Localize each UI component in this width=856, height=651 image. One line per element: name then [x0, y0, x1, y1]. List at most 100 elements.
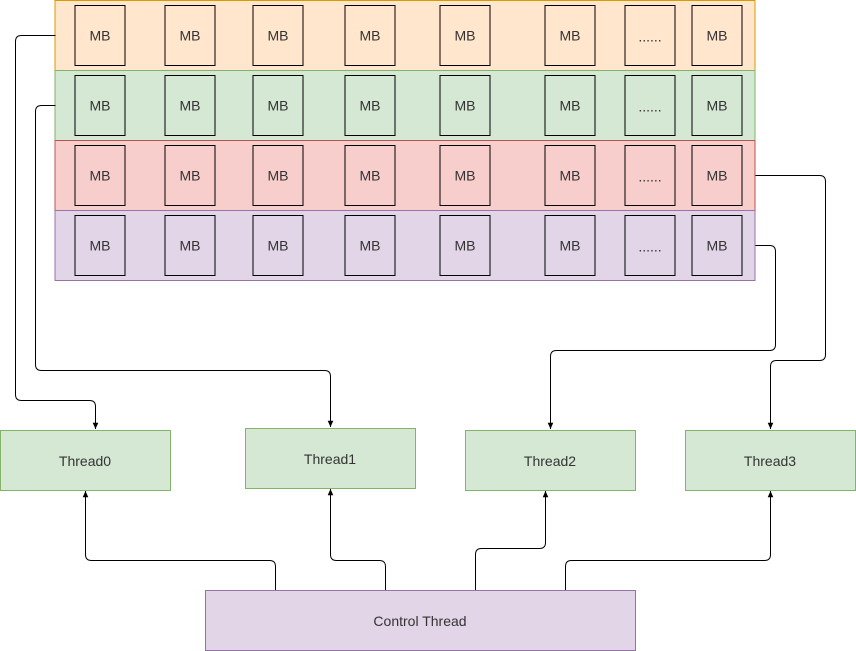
mb-label: MB	[268, 168, 289, 184]
mb-block-box	[544, 5, 596, 66]
mb-block-box	[164, 215, 216, 276]
arrow-row-0-to-thread-0	[15, 35, 99, 429]
mb-block-box	[164, 5, 216, 66]
mb-block-box	[252, 215, 304, 276]
thread-3-node: Thread3	[685, 430, 856, 491]
mb-block-box	[344, 145, 396, 206]
mb-block: MB	[74, 75, 126, 136]
ellipsis-label: ......	[638, 99, 661, 115]
mb-block: MB	[344, 75, 396, 136]
mb-block-box	[164, 75, 216, 136]
mb-block: MB	[164, 5, 216, 66]
mb-label: MB	[707, 98, 728, 114]
mb-block: MB	[252, 145, 304, 206]
mb-block-box	[164, 145, 216, 206]
mb-block: ......	[624, 5, 676, 66]
mb-block: MB	[252, 75, 304, 136]
mb-block-box	[252, 145, 304, 206]
mb-label: MB	[180, 98, 201, 114]
mb-block: MB	[544, 215, 596, 276]
mb-label: MB	[360, 168, 381, 184]
mb-block-box	[544, 215, 596, 276]
mb-block-box	[439, 215, 491, 276]
mb-block: MB	[691, 215, 743, 276]
mb-label: MB	[560, 168, 581, 184]
mb-block: MB	[544, 5, 596, 66]
thread-1-node: Thread1	[245, 428, 416, 489]
mb-block: MB	[252, 5, 304, 66]
mb-block: MB	[439, 75, 491, 136]
mb-block-box	[691, 145, 743, 206]
mb-block: MB	[164, 145, 216, 206]
mb-label: MB	[268, 28, 289, 44]
mb-row-1: MB MB MB MB MB MB...... MB	[54, 70, 756, 141]
mb-label: MB	[90, 168, 111, 184]
mb-block-box	[252, 5, 304, 66]
mb-label: MB	[707, 28, 728, 44]
thread-label: Thread0	[59, 453, 111, 469]
mb-block: MB	[439, 145, 491, 206]
mb-block: MB	[164, 75, 216, 136]
mb-row-0: MB MB MB MB MB MB...... MB	[54, 0, 756, 71]
mb-label: MB	[90, 28, 111, 44]
mb-block: ......	[624, 145, 676, 206]
mb-row-2: MB MB MB MB MB MB...... MB	[54, 140, 756, 211]
mb-label: MB	[560, 28, 581, 44]
thread-0-node: Thread0	[0, 430, 171, 491]
mb-label: MB	[360, 98, 381, 114]
arrow-row-1-to-thread-1	[35, 105, 334, 427]
mb-block-box	[344, 75, 396, 136]
mb-label: MB	[180, 28, 201, 44]
mb-block: MB	[252, 215, 304, 276]
mb-block-box	[74, 145, 126, 206]
mb-label: MB	[90, 238, 111, 254]
arrow-control-to-thread-0	[82, 491, 276, 591]
mb-block: MB	[164, 215, 216, 276]
mb-label: MB	[360, 238, 381, 254]
mb-block: MB	[74, 145, 126, 206]
mb-block: MB	[74, 5, 126, 66]
mb-block: MB	[344, 215, 396, 276]
mb-block: MB	[544, 145, 596, 206]
mb-label: MB	[268, 238, 289, 254]
mb-label: MB	[268, 98, 289, 114]
mb-block: MB	[74, 215, 126, 276]
mb-label: MB	[180, 168, 201, 184]
mb-block-box	[544, 145, 596, 206]
mb-block-box	[344, 5, 396, 66]
mb-block-box	[439, 75, 491, 136]
ellipsis-label: ......	[638, 169, 661, 185]
mb-block-box	[439, 145, 491, 206]
thread-label: Thread2	[524, 453, 576, 469]
mb-block: MB	[439, 5, 491, 66]
mb-label: MB	[455, 168, 476, 184]
mb-label: MB	[455, 28, 476, 44]
control-thread-node: Control Thread	[205, 590, 636, 651]
mb-label: MB	[707, 168, 728, 184]
mb-block-box	[74, 215, 126, 276]
mb-label: MB	[560, 98, 581, 114]
arrow-control-to-thread-2	[475, 491, 549, 591]
mb-block: MB	[344, 5, 396, 66]
mb-block-box	[624, 75, 676, 136]
thread-label: Thread3	[744, 453, 796, 469]
mb-block-box	[691, 5, 743, 66]
ellipsis-label: ......	[638, 239, 661, 255]
mb-block: MB	[691, 5, 743, 66]
mb-label: MB	[90, 98, 111, 114]
mb-block-box	[624, 5, 676, 66]
mb-block: MB	[691, 75, 743, 136]
mb-block: MB	[544, 75, 596, 136]
arrow-row-3-to-thread-2	[547, 245, 776, 429]
mb-block-box	[544, 75, 596, 136]
thread-box	[465, 430, 636, 491]
arrow-row-2-to-thread-3	[755, 175, 826, 429]
mb-block-box	[624, 215, 676, 276]
mb-label: MB	[360, 28, 381, 44]
thread-box	[245, 428, 416, 489]
mb-block-box	[252, 75, 304, 136]
mb-block-box	[691, 75, 743, 136]
ellipsis-label: ......	[638, 29, 661, 45]
control-thread-label: Control Thread	[373, 613, 466, 629]
control-thread-box	[205, 590, 636, 651]
